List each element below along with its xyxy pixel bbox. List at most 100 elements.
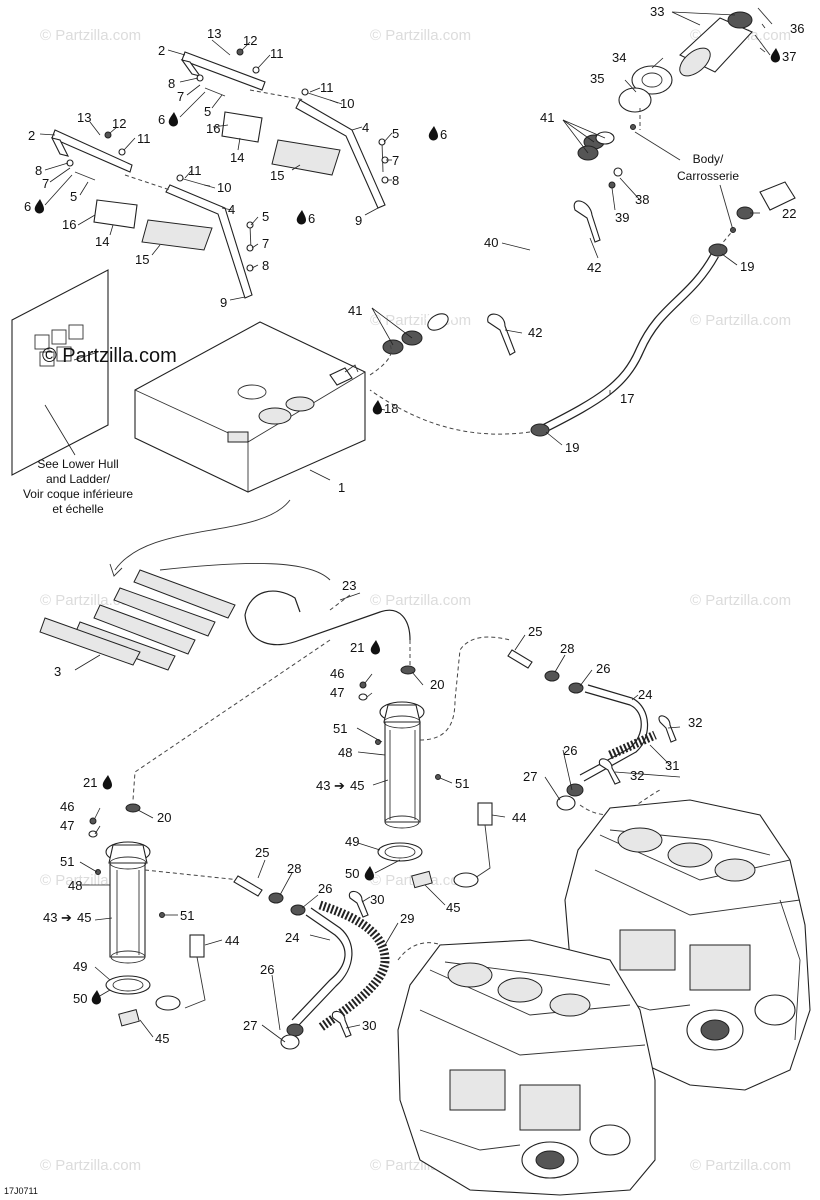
callout-51: 51 (60, 854, 74, 869)
callout-48: 48 (68, 878, 82, 893)
callout-39: 39 (615, 210, 629, 225)
callout-9: 9 (355, 213, 362, 228)
nut-38 (608, 181, 616, 189)
screw-46 (359, 681, 367, 689)
callout-15: 15 (135, 252, 149, 267)
fuel-tank (134, 321, 366, 493)
bracket-4 (165, 184, 253, 299)
callout-45: 45 (155, 1031, 169, 1046)
callout-31: 31 (665, 758, 679, 773)
callout-45: 45 (350, 778, 364, 793)
callout-24: 24 (638, 687, 652, 702)
protective-sleeve-31 (608, 730, 657, 760)
note-body-line: Body/ (693, 152, 724, 166)
strap-13 (51, 129, 133, 173)
thumbnail-arrow (73, 351, 99, 361)
callout-51: 51 (180, 908, 194, 923)
callout-6: 6 (158, 112, 165, 127)
engine-pulley-hub (535, 1150, 565, 1170)
thumbnail-block (39, 351, 55, 367)
sender-arm (184, 956, 206, 1009)
engine-valve-cover (617, 827, 663, 853)
callout-45: 45 (446, 900, 460, 915)
callout-50: 50 (73, 991, 87, 1006)
callout-49: 49 (345, 834, 359, 849)
pump-head (108, 844, 148, 864)
callout-33: 33 (650, 4, 664, 19)
drop-icon (168, 112, 178, 127)
arrow-glyph: ➔ (334, 778, 345, 793)
callout-21: 21 (83, 775, 97, 790)
callout-41: 41 (540, 110, 554, 125)
fuel-line-24 (291, 914, 346, 1021)
callout-32: 32 (630, 768, 644, 783)
bolt-head (378, 138, 386, 146)
watermark: © Partzilla.com (370, 27, 471, 44)
screw-51 (435, 774, 441, 780)
callout-34: 34 (612, 50, 626, 65)
callout-19: 19 (740, 259, 754, 274)
callout-47: 47 (60, 818, 74, 833)
clip-20 (400, 665, 416, 675)
watermark: © Partzilla.com (690, 312, 791, 329)
drop-icon (370, 640, 380, 655)
screw-51 (95, 869, 101, 875)
fuel-pump-assembly-left (159, 562, 511, 889)
clamp-41 (382, 339, 404, 355)
tank-vent (344, 364, 359, 373)
filler-neck-assembly: Body/ Carrosserie (608, 7, 796, 233)
pump-base (110, 950, 146, 964)
callout-38: 38 (635, 192, 649, 207)
callout-47: 47 (330, 685, 344, 700)
callout-25: 25 (528, 624, 542, 639)
callout-7: 7 (392, 153, 399, 168)
bolt-head (301, 88, 309, 96)
protective-sleeve-29 (317, 900, 390, 1032)
callout-8: 8 (168, 76, 175, 91)
level-sender-44 (189, 934, 205, 958)
note-lower-hull-line: and Ladder/ (46, 472, 111, 486)
fuel-line-assembly-lower (233, 875, 466, 1050)
callout-12: 12 (243, 33, 257, 48)
callout-36: 36 (790, 21, 804, 36)
callout-24: 24 (285, 930, 299, 945)
callout-4: 4 (228, 202, 235, 217)
callout-11: 11 (320, 80, 334, 95)
inset-leader (44, 404, 76, 456)
bolt-5 (381, 141, 384, 173)
callout-40: 40 (484, 235, 498, 250)
callout-27: 27 (523, 769, 537, 784)
filler-neck-inlet (679, 47, 711, 77)
callout-18: 18 (384, 401, 398, 416)
vent-hose (369, 227, 736, 437)
tank-strap-assembly-front (50, 129, 254, 299)
drop-icon (372, 400, 382, 415)
sender-arm (474, 824, 491, 879)
engine-detail (779, 899, 801, 1041)
clamp-26 (290, 904, 306, 916)
callout-45: 45 (77, 910, 91, 925)
tank-pads (39, 499, 291, 671)
callout-29: 29 (400, 911, 414, 926)
engine-detail (419, 1009, 646, 1056)
filler-hose (382, 131, 615, 356)
hull-ladder-thumbnail (34, 324, 99, 367)
callout-46: 46 (330, 666, 344, 681)
engine-housing (449, 1069, 506, 1111)
callout-21: 21 (350, 640, 364, 655)
screw-46 (89, 817, 97, 825)
callout-44: 44 (225, 933, 239, 948)
engine-detail (419, 1129, 521, 1151)
note-lower-hull-line: See Lower Hull (37, 457, 118, 471)
pad-16 (93, 199, 138, 229)
watermark: © Partzilla.com (690, 1157, 791, 1174)
drop-icon (364, 866, 374, 881)
callout-5: 5 (392, 126, 399, 141)
pump-body-48 (384, 721, 421, 823)
nut-12 (104, 131, 112, 139)
engine-detail (594, 869, 801, 916)
callout-19: 19 (565, 440, 579, 455)
vent-tube-23 (244, 590, 301, 616)
washer-11 (118, 148, 126, 156)
